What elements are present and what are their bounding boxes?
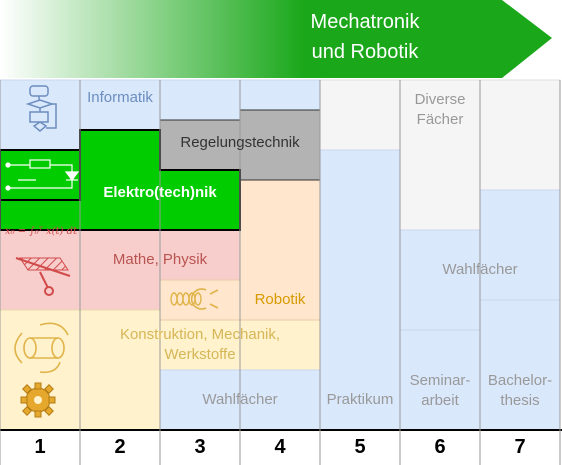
informatik-label: Informatik — [87, 89, 153, 106]
praktikum-label: Praktikum — [326, 391, 394, 408]
semester-row — [0, 430, 562, 465]
diverse-label-line2: Fächer — [416, 111, 464, 128]
hatched-support-icon — [15, 257, 71, 296]
semester-6: 6 — [434, 436, 446, 458]
semester-5: 5 — [354, 436, 366, 458]
wahlfaecher-left-label: Wahlfächer — [202, 391, 278, 408]
semester-2: 2 — [114, 436, 126, 458]
cylinder-rotation-icon — [14, 322, 69, 374]
bachelorthesis-label-line2: thesis — [500, 392, 540, 409]
header-title-line2: und Robotik — [311, 41, 419, 63]
formula-label: x₀ = ∫₀ᵀ x(t) dt — [4, 226, 78, 237]
semester-7: 7 — [514, 436, 526, 458]
konstruktion-label-line2: Werkstoffe — [164, 346, 236, 363]
seminararbeit-label-line1: Seminar- — [409, 372, 471, 389]
flowchart-icon — [25, 85, 57, 132]
diverse-label-line1: Diverse — [414, 91, 466, 108]
circuit-icon — [5, 159, 80, 191]
gear-icon — [20, 382, 56, 418]
regelungstechnik-label: Regelungstechnik — [180, 134, 300, 151]
seminararbeit-label-line2: arbeit — [421, 392, 459, 409]
semester-3: 3 — [194, 436, 206, 458]
header-title-line1: Mechatronik — [310, 11, 420, 33]
elektrotechnik-label: Elektro(tech)nik — [103, 184, 217, 201]
gripper-icon — [190, 288, 219, 310]
progress-arrow — [0, 0, 552, 78]
wahlfaecher-right-label: Wahlfächer — [442, 261, 518, 278]
konstruktion-label-line1: Konstruktion, Mechanik, — [119, 326, 281, 343]
praktikum-area — [319, 149, 401, 431]
mathe-physik-label: Mathe, Physik — [112, 251, 208, 268]
spring-icon — [170, 292, 202, 306]
bachelorthesis-label-line1: Bachelor- — [487, 372, 553, 389]
semester-4: 4 — [274, 436, 286, 458]
seminar-area — [399, 329, 481, 431]
robotik-label: Robotik — [254, 291, 306, 308]
semester-1: 1 — [34, 436, 46, 458]
